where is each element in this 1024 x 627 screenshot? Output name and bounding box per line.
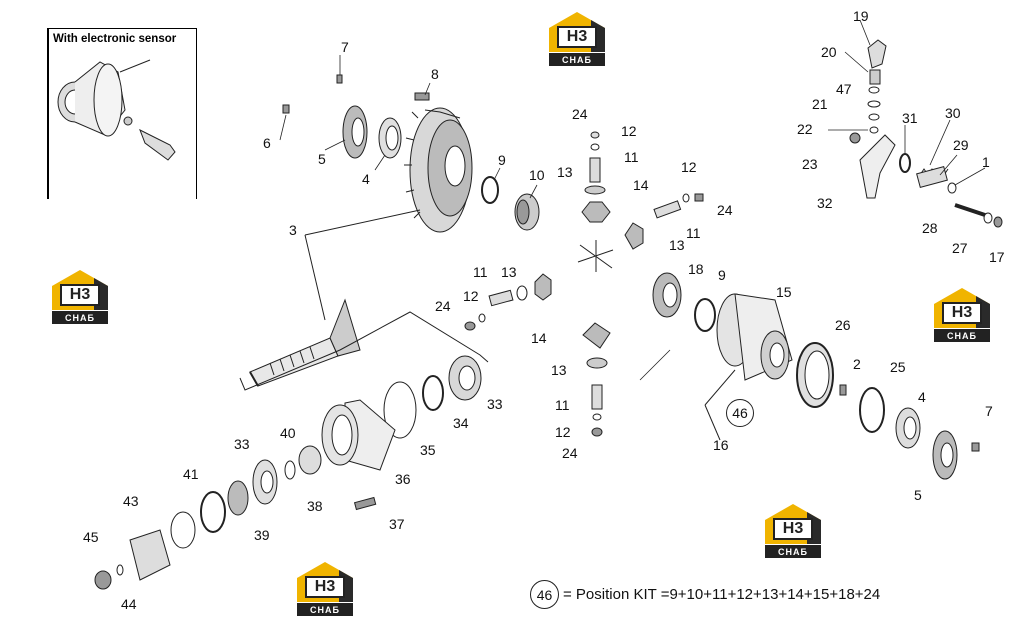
brand-logo-tag: CHAБ xyxy=(934,329,990,342)
callout-number: 38 xyxy=(307,498,323,514)
flange-housing-group-drawing xyxy=(94,355,482,590)
callout-number: 11 xyxy=(624,149,639,165)
brand-logo-tag: CHAБ xyxy=(765,545,821,558)
callout-number: 43 xyxy=(123,493,139,509)
callout-number: 40 xyxy=(280,425,296,441)
callout-number: 19 xyxy=(853,8,869,24)
callout-number: 12 xyxy=(681,159,697,175)
brand-logo-mark: H3 xyxy=(557,26,597,48)
brand-logo-mark: H3 xyxy=(60,284,100,306)
callout-number: 23 xyxy=(802,156,818,172)
callout-number: 5 xyxy=(318,151,326,167)
right-bearing-group-drawing xyxy=(796,342,980,480)
callout-number: 24 xyxy=(435,298,451,314)
brand-logo-tag: CHAБ xyxy=(52,311,108,324)
leader-lines xyxy=(279,19,986,381)
callout-number: 4 xyxy=(918,389,926,405)
kit-number-badge: 46 xyxy=(530,580,559,609)
spider-gear-group-drawing xyxy=(464,131,704,437)
shift-fork-group-drawing xyxy=(849,39,1003,228)
callout-number: 35 xyxy=(420,442,436,458)
brand-logo-tag: CHAБ xyxy=(549,53,605,66)
callout-number: 13 xyxy=(669,237,685,253)
brand-logo-mark: H3 xyxy=(942,302,982,324)
inset-sensor-housing-drawing xyxy=(57,59,176,161)
differential-case-drawing xyxy=(652,272,793,441)
brand-logo: H3 CHAБ xyxy=(932,286,992,344)
callout-number: 6 xyxy=(263,135,271,151)
callout-number: 47 xyxy=(836,81,852,97)
callout-number: 11 xyxy=(686,225,701,241)
callout-number: 24 xyxy=(717,202,733,218)
inset-title: With electronic sensor xyxy=(53,33,177,45)
callout-number: 28 xyxy=(922,220,938,236)
callout-number: 41 xyxy=(183,466,199,482)
callout-number: 24 xyxy=(562,445,578,461)
callout-number: 12 xyxy=(463,288,479,304)
brand-logo: H3 CHAБ xyxy=(763,502,823,560)
callout-number: 17 xyxy=(989,249,1005,265)
brand-logo-mark: H3 xyxy=(305,576,345,598)
callout-number: 5 xyxy=(914,487,922,503)
callout-number: 37 xyxy=(389,516,405,532)
callout-number: 45 xyxy=(83,529,99,545)
callout-number: 32 xyxy=(817,195,833,211)
callout-number: 10 xyxy=(529,167,545,183)
callout-number: 7 xyxy=(985,403,993,419)
brand-logo: H3 CHAБ xyxy=(547,10,607,68)
callout-number: 31 xyxy=(902,110,918,126)
callout-number: 4 xyxy=(362,171,370,187)
callout-number: 39 xyxy=(254,527,270,543)
kit-footnote-text: = Position KIT =9+10+11+12+13+14+15+18+2… xyxy=(563,586,881,603)
side-gear-drawing xyxy=(481,176,540,231)
callout-number: 9 xyxy=(498,152,506,168)
callout-number: 14 xyxy=(633,177,649,193)
kit-footnote: 46 = Position KIT =9+10+11+12+13+14+15+1… xyxy=(530,580,880,609)
callout-number: 20 xyxy=(821,44,837,60)
callout-number: 12 xyxy=(555,424,571,440)
callout-number: 13 xyxy=(501,264,517,280)
callout-number: 2 xyxy=(853,356,861,372)
inset-frame xyxy=(47,28,197,199)
callout-number: 33 xyxy=(234,436,250,452)
callout-number: 34 xyxy=(453,415,469,431)
callout-number: 3 xyxy=(289,222,297,238)
brand-logo-mark: H3 xyxy=(773,518,813,540)
brand-logo-tag: CHAБ xyxy=(297,603,353,616)
brand-logo: H3 CHAБ xyxy=(50,268,110,326)
callout-number: 24 xyxy=(572,106,588,122)
callout-number: 29 xyxy=(953,137,969,153)
callout-number: 11 xyxy=(473,264,488,280)
callout-number: 21 xyxy=(812,96,828,112)
callout-number: 15 xyxy=(776,284,792,300)
callout-number: 9 xyxy=(718,267,726,283)
brand-logo: H3 CHAБ xyxy=(295,560,355,618)
callout-number: 44 xyxy=(121,596,137,612)
callout-number: 18 xyxy=(688,261,704,277)
callout-number: 13 xyxy=(551,362,567,378)
callout-number: 22 xyxy=(797,121,813,137)
kit-callout: 46 xyxy=(726,399,754,427)
upper-bearing-group-drawing xyxy=(282,74,430,159)
pinion-shaft-drawing xyxy=(239,234,489,391)
callout-number: 7 xyxy=(341,39,349,55)
callout-number: 14 xyxy=(531,330,547,346)
callout-number: 13 xyxy=(557,164,573,180)
callout-number: 36 xyxy=(395,471,411,487)
callout-number: 1 xyxy=(982,154,990,170)
callout-number: 30 xyxy=(945,105,961,121)
callout-number: 27 xyxy=(952,240,968,256)
callout-number: 11 xyxy=(555,397,570,413)
callout-number: 25 xyxy=(890,359,906,375)
callout-number: 26 xyxy=(835,317,851,333)
callout-number: 8 xyxy=(431,66,439,82)
callout-number: 33 xyxy=(487,396,503,412)
crown-wheel-drawing xyxy=(304,107,473,236)
callout-number: 12 xyxy=(621,123,637,139)
callout-number: 16 xyxy=(713,437,729,453)
